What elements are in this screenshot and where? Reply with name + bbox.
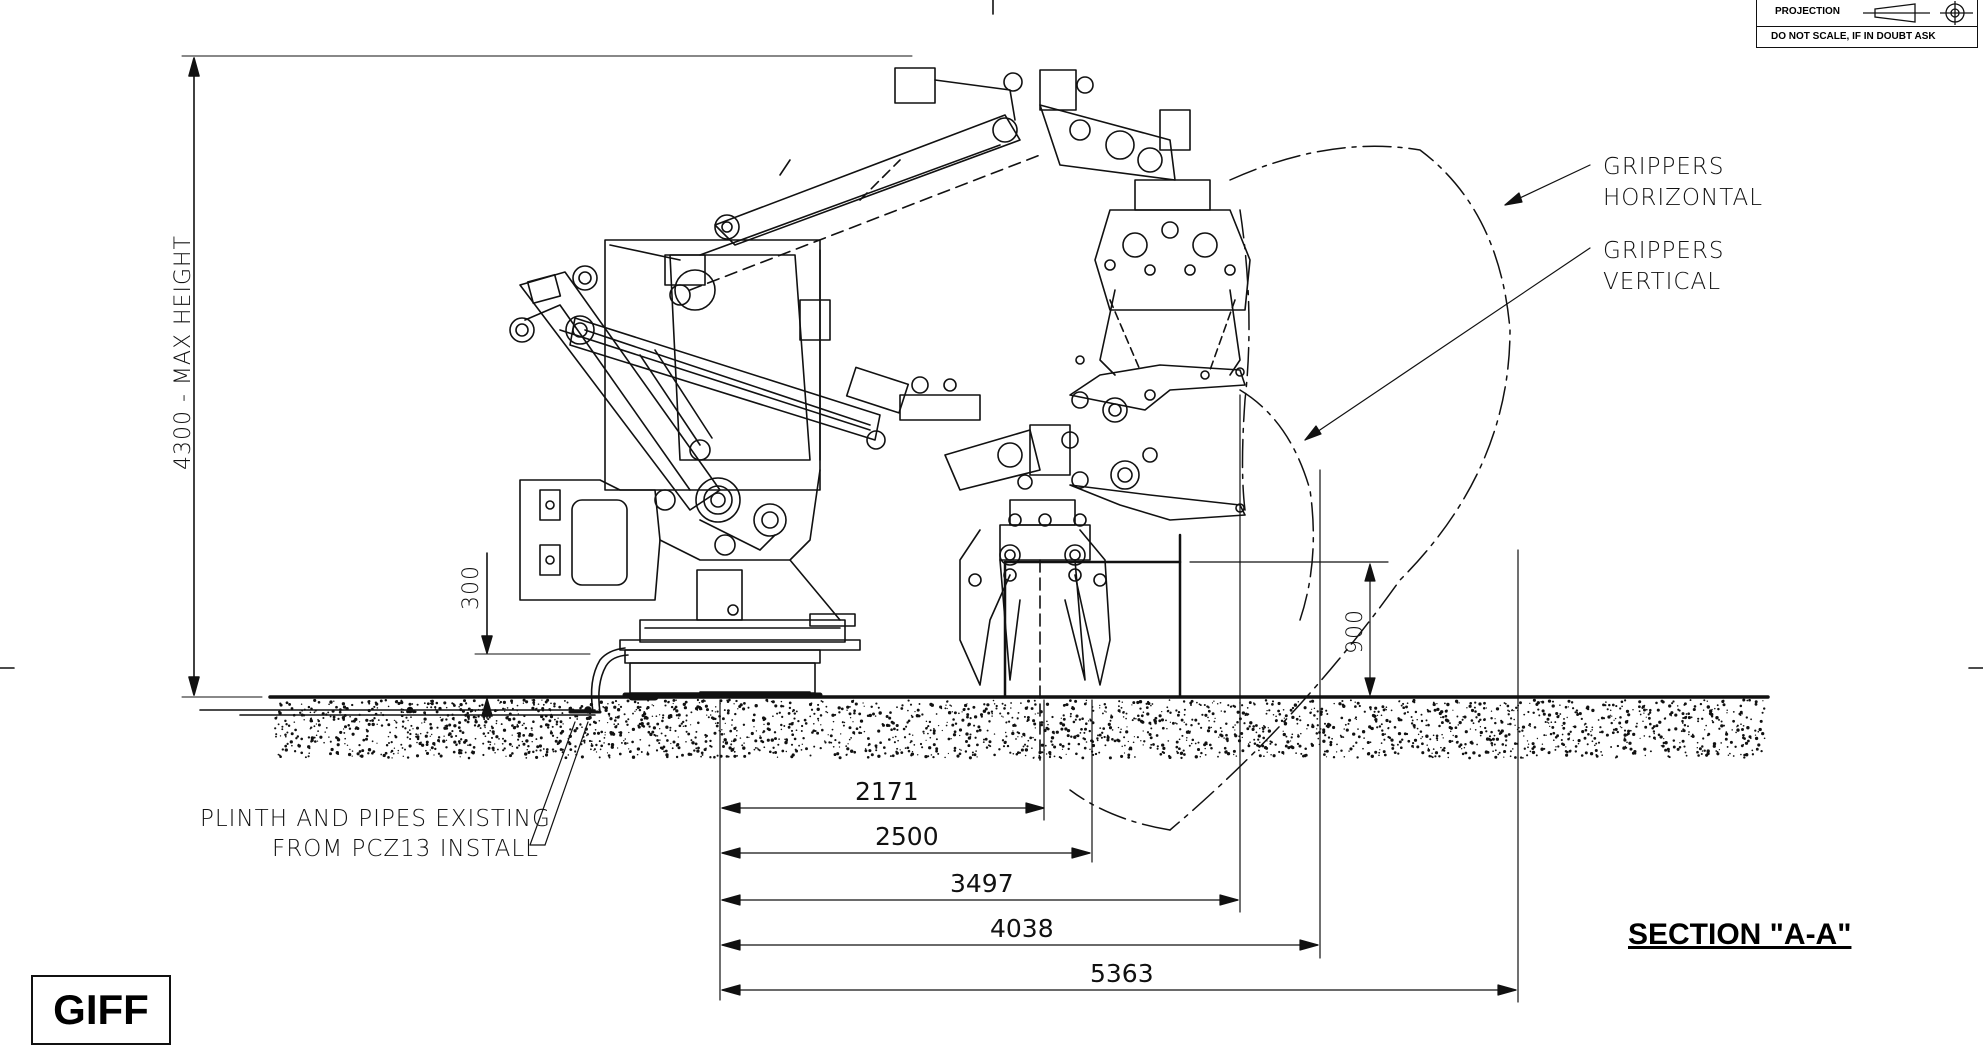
grippers-horizontal-label-1: GRIPPERS <box>1603 154 1724 180</box>
leader-lines <box>529 164 1591 846</box>
work-stand <box>1003 533 1182 699</box>
max-height-label: 4300 - MAX HEIGHT <box>171 235 196 470</box>
grippers-horizontal-label-2: HORIZONTAL <box>1603 185 1763 211</box>
ground-gravel <box>274 698 1766 760</box>
reach-dimensions <box>719 394 1519 1003</box>
grippers-vertical-label-1: GRIPPERS <box>1603 238 1724 264</box>
main-boom <box>509 265 910 556</box>
plinth-label-1: PLINTH AND PIPES EXISTING <box>200 806 551 832</box>
scale-note: DO NOT SCALE, IF IN DOUBT ASK <box>1771 31 1936 42</box>
dim-3497-label: 3497 <box>950 869 1014 898</box>
gripper-middle <box>899 355 1246 521</box>
machine-base <box>519 469 856 643</box>
plinth <box>406 639 861 714</box>
plinth-label-2: FROM PCZ13 INSTALL <box>272 836 539 862</box>
gripper-vertical-envelope <box>1239 209 1315 621</box>
third-angle-projection-icon <box>1863 1 1973 25</box>
dim-5363-label: 5363 <box>1090 959 1154 988</box>
upper-boom-raised <box>689 67 1191 291</box>
dim-300-label: 300 <box>459 565 484 610</box>
gripper-lower <box>959 499 1111 761</box>
gripper-upper <box>1094 179 1251 376</box>
dim-2500-label: 2500 <box>875 822 939 851</box>
operator-cab <box>604 239 831 491</box>
stamp-giff: GIFF <box>31 975 171 1045</box>
dim-2171-label: 2171 <box>855 777 919 806</box>
dim-900-label: 900 <box>1343 609 1368 654</box>
grippers-vertical-label-2: VERTICAL <box>1603 269 1721 295</box>
projection-label: PROJECTION <box>1775 6 1841 17</box>
section-title: SECTION "A-A" <box>1628 918 1852 951</box>
gripper-horizontal-envelope <box>1069 145 1511 831</box>
title-block-projection: PROJECTION DO NOT SCALE, IF IN DOUBT ASK <box>1756 0 1978 48</box>
dim-4038-label: 4038 <box>990 914 1054 943</box>
max-height-dimension <box>181 55 913 719</box>
